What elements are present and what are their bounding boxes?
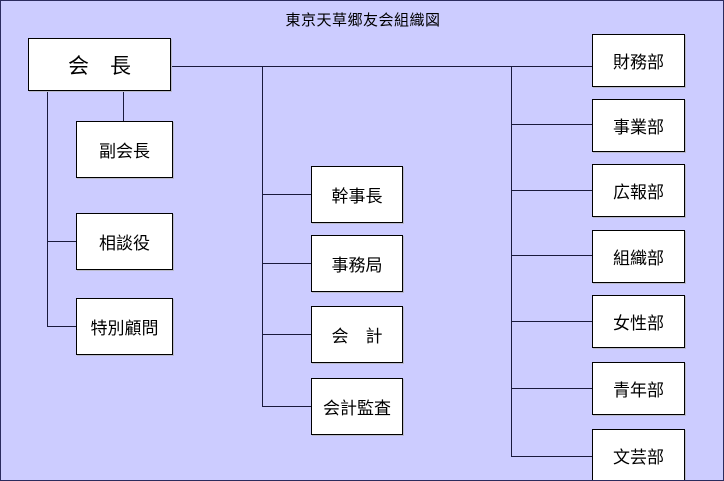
connector-organization-dept xyxy=(511,255,592,256)
connector-advisor xyxy=(47,241,76,242)
chart-title: 東京天草郷友会組織図 xyxy=(285,11,441,29)
connector-left-trunk xyxy=(47,91,48,326)
connector-literary-dept xyxy=(511,456,592,457)
node-business-dept[interactable]: 事業部 xyxy=(592,99,685,152)
node-secretariat[interactable]: 事務局 xyxy=(311,235,403,292)
node-organization-dept[interactable]: 組織部 xyxy=(592,230,685,283)
node-literary-dept[interactable]: 文芸部 xyxy=(592,429,685,480)
connector-secretariat xyxy=(262,263,311,264)
node-audit[interactable]: 会計監査 xyxy=(311,378,403,435)
connector-womens-dept xyxy=(511,321,592,322)
connector-special-advisor xyxy=(47,326,76,327)
node-youth-dept[interactable]: 青年部 xyxy=(592,362,685,415)
node-womens-dept[interactable]: 女性部 xyxy=(592,295,685,348)
connector-middle-trunk xyxy=(262,66,263,406)
connector-business-dept xyxy=(511,124,592,125)
connector-finance-dept xyxy=(511,66,592,67)
node-secretary-general[interactable]: 幹事長 xyxy=(311,166,403,223)
connector-secretary-general xyxy=(262,194,311,195)
connector-pr-dept xyxy=(511,190,592,191)
node-advisor[interactable]: 相談役 xyxy=(76,213,173,270)
connector-youth-dept xyxy=(511,388,592,389)
connector-main-horizontal xyxy=(171,66,594,67)
node-pr-dept[interactable]: 広報部 xyxy=(592,164,685,217)
node-special-advisor[interactable]: 特別顧問 xyxy=(76,298,173,355)
node-vice-president[interactable]: 副会長 xyxy=(76,121,173,178)
connector-right-trunk xyxy=(511,66,512,456)
node-president[interactable]: 会 長 xyxy=(28,38,171,91)
node-finance-dept[interactable]: 財務部 xyxy=(592,34,685,87)
node-accounting[interactable]: 会 計 xyxy=(311,306,403,363)
connector-vice-president xyxy=(123,91,124,121)
connector-audit xyxy=(262,406,311,407)
connector-accounting xyxy=(262,334,311,335)
